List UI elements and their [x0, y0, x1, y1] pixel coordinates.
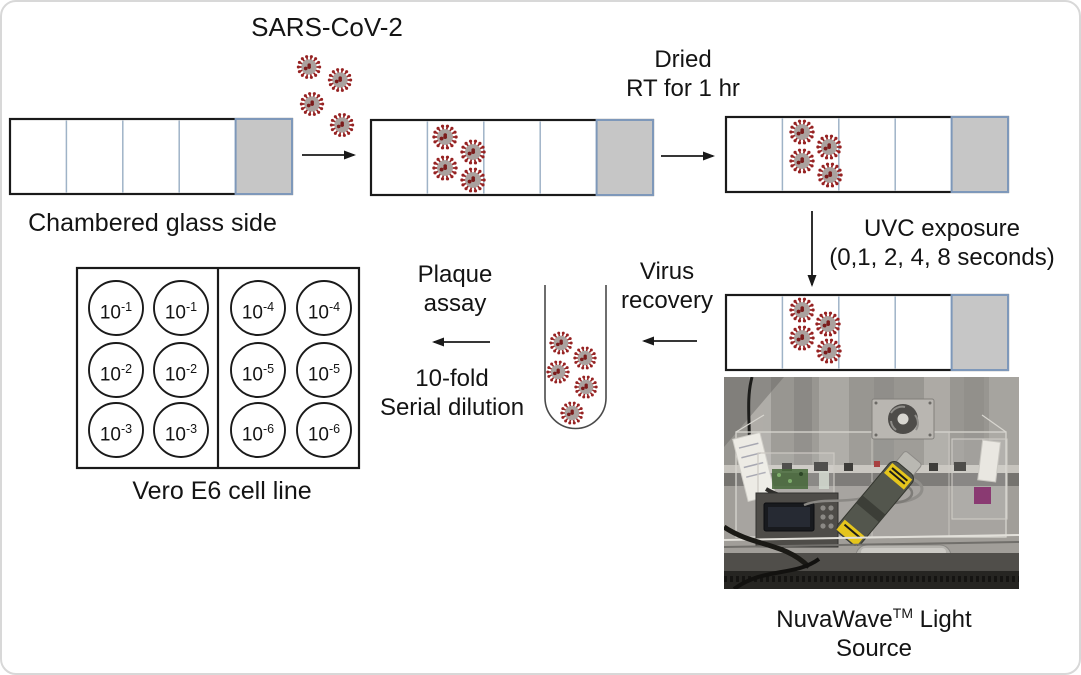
well-circle — [230, 280, 286, 336]
recovery-line1: Virus — [639, 258, 695, 285]
well-dilution-label: 10-3 — [164, 422, 198, 446]
right-acrylic-box — [951, 438, 1008, 520]
well-dilution-label: 10-4 — [307, 300, 341, 324]
well-dilution-label: 10-3 — [99, 422, 133, 446]
well-circle — [230, 402, 286, 458]
uvc-line2: (0,1, 2, 4, 8 seconds) — [829, 244, 1055, 271]
well-circle — [296, 342, 352, 398]
vero-e6-caption: Vero E6 cell line — [97, 476, 347, 506]
nuvawave-caption: NuvaWaveTM Light Source — [739, 599, 1009, 663]
well-circle — [153, 402, 209, 458]
nuvawave-photo — [724, 377, 1019, 589]
well-circle — [296, 402, 352, 458]
plaque-assay-label: Plaque assay — [385, 260, 525, 318]
chambered-slide-3 — [724, 115, 1010, 194]
virus-icon — [295, 54, 323, 80]
taped-label — [732, 431, 776, 503]
well-circle — [88, 402, 144, 458]
chambered-slide-2 — [369, 118, 655, 197]
plaque-line1: Plaque — [417, 261, 493, 288]
nuvawave-rest: Light — [912, 606, 972, 633]
uvc-exposure-label: UVC exposure (0,1, 2, 4, 8 seconds) — [802, 214, 1079, 272]
dried-line2: RT for 1 hr — [626, 75, 740, 102]
virus-recovery-label: Virus recovery — [597, 257, 737, 315]
well-circle — [230, 342, 286, 398]
well-dilution-label: 10-2 — [99, 362, 133, 386]
fan-unit — [871, 398, 935, 440]
well-dilution-label: 10-4 — [241, 300, 275, 324]
dilution-line2: Serial dilution — [379, 394, 525, 421]
plaque-line2: assay — [423, 290, 487, 317]
recovery-line2: recovery — [620, 287, 714, 314]
well-dilution-label: 10-1 — [99, 300, 133, 324]
well-dilution-label: 10-2 — [164, 362, 198, 386]
sars-cov-2-text: SARS-CoV-2 — [251, 12, 403, 42]
well-circle — [88, 280, 144, 336]
well-dilution-label: 10-6 — [307, 422, 341, 446]
well-dilution-label: 10-1 — [164, 300, 198, 324]
well-circle — [153, 280, 209, 336]
vero-e6-text: Vero E6 cell line — [132, 477, 312, 505]
well-circle — [153, 342, 209, 398]
dried-line1: Dried — [654, 46, 712, 73]
uvc-line1: UVC exposure — [863, 215, 1021, 242]
serial-dilution-label: 10-fold Serial dilution — [352, 364, 552, 422]
warning-label — [836, 519, 865, 547]
chambered-slide-4 — [724, 293, 1010, 372]
virus-icon — [298, 91, 326, 117]
nuvawave-line2: Source — [835, 635, 913, 662]
well-dilution-label: 10-5 — [307, 362, 341, 386]
chambered-slide-1 — [8, 117, 294, 196]
vero-e6-plates — [75, 266, 361, 470]
purple-patch — [974, 487, 991, 504]
bench-edge — [724, 524, 1019, 589]
nuvawave-line1: NuvaWaveTM Light — [739, 599, 1009, 634]
dried-step-label: Dried RT for 1 hr — [603, 45, 763, 103]
well-circle — [296, 280, 352, 336]
virus-icon — [326, 67, 354, 93]
keypad — [820, 505, 834, 529]
well-dilution-label: 10-6 — [241, 422, 275, 446]
nuvawave-name: NuvaWave — [776, 606, 893, 633]
well-dilution-label: 10-5 — [241, 362, 275, 386]
chambered-slide-caption: Chambered glass side — [10, 208, 295, 238]
trademark-sup: TM — [892, 605, 913, 621]
virus-icon — [328, 112, 356, 138]
dilution-line1: 10-fold — [415, 365, 489, 392]
well-circle — [88, 342, 144, 398]
virus-particles-initial — [295, 54, 356, 138]
sars-cov-2-label: SARS-CoV-2 — [197, 12, 457, 42]
chambered-slide-text: Chambered glass side — [28, 209, 277, 237]
